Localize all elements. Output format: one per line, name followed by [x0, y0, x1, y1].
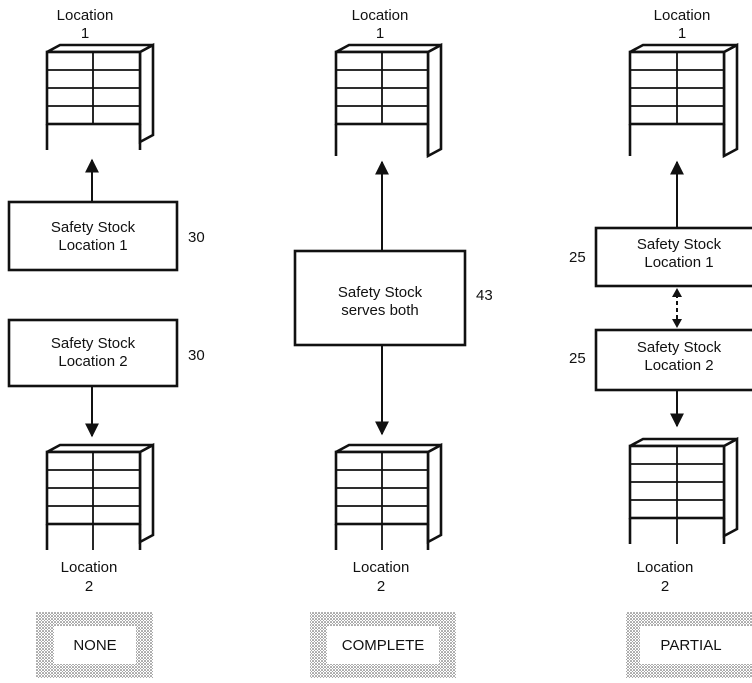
box-line-1: Safety Stock	[338, 284, 423, 301]
top-location-label: Location	[654, 7, 711, 24]
shelf-icon-location-2	[630, 439, 737, 544]
bottom-location-number: 2	[661, 578, 669, 595]
top-location-label: Location	[57, 7, 114, 24]
bottom-location-label: Location	[353, 559, 410, 576]
badge-partial: PARTIAL	[660, 637, 721, 654]
box-line-2: serves both	[341, 302, 419, 319]
safety-stock-value: 43	[476, 287, 493, 304]
box-line-1: Safety Stock	[51, 219, 136, 236]
box-line-2: Location 2	[644, 357, 713, 374]
shelf-icon-location-1	[630, 45, 737, 156]
panel-partial: Location 1 Safety Stock Location 1 25 Sa…	[569, 7, 752, 678]
bottom-location-label: Location	[637, 559, 694, 576]
panel-none: Location 1 Safety Stock Location 1 30 Sa…	[9, 7, 205, 678]
shelf-icon-location-2	[47, 445, 153, 550]
safety-stock-value: 25	[569, 350, 586, 367]
safety-stock-value: 30	[188, 229, 205, 246]
safety-stock-box-location-1	[9, 202, 177, 270]
shelf-icon-location-1	[336, 45, 441, 156]
safety-stock-value: 30	[188, 347, 205, 364]
top-location-number: 1	[81, 25, 89, 42]
shelf-icon-location-2	[336, 445, 441, 550]
box-line-1: Safety Stock	[637, 339, 722, 356]
top-location-label: Location	[352, 7, 409, 24]
box-line-2: Location 1	[58, 237, 127, 254]
dashed-double-arrow	[672, 288, 682, 328]
bottom-location-number: 2	[85, 578, 93, 595]
bottom-location-label: Location	[61, 559, 118, 576]
top-location-number: 1	[376, 25, 384, 42]
panel-complete: Location 1 Safety Stock serves both 43	[295, 7, 493, 678]
shelf-icon-location-1	[47, 45, 153, 150]
bottom-location-number: 2	[377, 578, 385, 595]
box-line-1: Safety Stock	[51, 335, 136, 352]
badge-none: NONE	[73, 637, 116, 654]
safety-stock-value: 25	[569, 249, 586, 266]
box-line-1: Safety Stock	[637, 236, 722, 253]
box-line-2: Location 2	[58, 353, 127, 370]
box-line-2: Location 1	[644, 254, 713, 271]
badge-complete: COMPLETE	[342, 637, 425, 654]
top-location-number: 1	[678, 25, 686, 42]
